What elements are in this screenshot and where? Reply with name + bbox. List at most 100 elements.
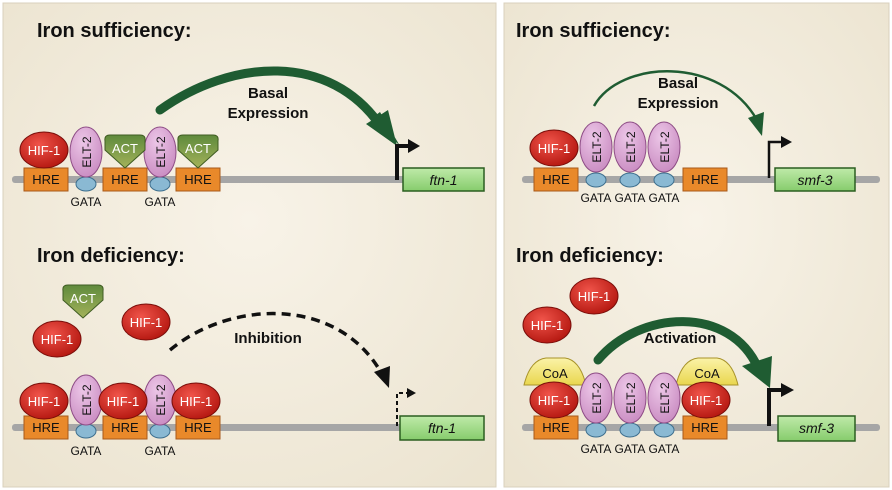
transcription-start-arrow	[395, 144, 410, 180]
tss-arrowhead	[408, 139, 420, 153]
gene-box	[777, 415, 856, 442]
activation-label: Activation	[644, 330, 717, 347]
gata-label: GATA	[71, 195, 102, 209]
gata-site	[585, 172, 607, 188]
hre-label: HRE	[32, 172, 60, 187]
gata-site	[619, 422, 641, 438]
hif1-protein	[19, 131, 69, 169]
hre-label: HRE	[542, 172, 570, 187]
gata-label: GATA	[649, 442, 680, 456]
elt2-protein	[613, 121, 647, 173]
inhibition-arrowhead	[374, 366, 390, 388]
gata-site	[653, 422, 675, 438]
arrowhead	[366, 110, 400, 146]
elt2-label: ELT-2	[624, 131, 638, 162]
elt2-protein	[143, 126, 177, 178]
arrow-label-line2: Expression	[228, 105, 309, 122]
hif1-label: HIF-1	[531, 318, 564, 333]
gata-label: GATA	[145, 444, 176, 458]
hif1-label: HIF-1	[690, 393, 723, 408]
elt2-label: ELT-2	[658, 382, 672, 413]
gata-site	[75, 176, 97, 192]
act-label: ACT	[185, 141, 211, 156]
free-act-protein	[62, 284, 104, 319]
inhibition-arrow	[168, 311, 385, 377]
hif1-protein	[529, 129, 579, 167]
gata-site	[149, 423, 171, 439]
hif1-label: HIF-1	[28, 394, 61, 409]
free-hif1-protein	[522, 306, 572, 344]
gene-label: ftn-1	[428, 420, 456, 436]
gene-label: smf-3	[799, 420, 834, 436]
transcription-start-arrow	[767, 388, 783, 426]
hre-box	[533, 167, 579, 192]
tss-arrowhead	[781, 136, 792, 148]
hre-label: HRE	[184, 420, 212, 435]
elt2-label: ELT-2	[80, 136, 94, 167]
hif1-label: HIF-1	[180, 394, 213, 409]
hif1-protein	[19, 382, 69, 420]
inhibition-label: Inhibition	[234, 330, 301, 347]
elt2-label: ELT-2	[154, 384, 168, 415]
elt2-protein	[613, 372, 647, 424]
panel-title: Iron sufficiency:	[37, 20, 191, 42]
elt2-protein	[647, 121, 681, 173]
free-hif1-protein	[32, 320, 82, 358]
elt2-protein	[579, 372, 613, 424]
panel-smf-deficiency: Iron deficiency: HIF-1 HIF-1 Activation …	[516, 245, 880, 456]
coa-label: CoA	[542, 366, 568, 381]
hif1-label: HIF-1	[41, 332, 74, 347]
coa-label: CoA	[694, 366, 720, 381]
elt2-label: ELT-2	[624, 382, 638, 413]
arrow-label-line2: Expression	[638, 95, 719, 112]
gata-label: GATA	[71, 444, 102, 458]
gata-site	[149, 176, 171, 192]
panel-ftn-sufficiency: Iron sufficiency: Basal Expression ftn-1…	[12, 20, 485, 209]
gata-label: GATA	[615, 191, 646, 205]
panel-ftn-deficiency: Iron deficiency: ACT HIF-1 HIF-1 Inhibit…	[12, 245, 485, 458]
act-label: ACT	[112, 141, 138, 156]
gata-label: GATA	[615, 442, 646, 456]
hif1-protein	[98, 382, 148, 420]
elt2-protein	[69, 126, 103, 178]
hre-label: HRE	[691, 172, 719, 187]
weak-transcription-start	[396, 392, 407, 426]
act-protein	[104, 134, 146, 169]
hre-box	[682, 167, 728, 192]
gata-site	[585, 422, 607, 438]
coactivator-protein	[675, 357, 739, 386]
weak-tss-arrowhead	[407, 388, 416, 398]
arrowhead	[748, 112, 764, 136]
hre-label: HRE	[32, 420, 60, 435]
panel-title: Iron sufficiency:	[516, 20, 670, 42]
elt2-protein	[579, 121, 613, 173]
tss-arrowhead	[781, 383, 794, 397]
panel-title: Iron deficiency:	[37, 245, 185, 267]
hre-label: HRE	[111, 420, 139, 435]
free-hif1-protein	[569, 277, 619, 315]
gene-box	[774, 167, 856, 192]
hif1-protein	[171, 382, 221, 420]
free-hif1-protein	[121, 303, 171, 341]
gata-site	[653, 172, 675, 188]
hre-label: HRE	[691, 420, 719, 435]
gene-box	[399, 415, 485, 441]
gata-site	[75, 423, 97, 439]
hre-label: HRE	[184, 172, 212, 187]
arrow-label-line1: Basal	[248, 85, 288, 102]
hif1-label: HIF-1	[130, 315, 163, 330]
hif1-label: HIF-1	[538, 393, 571, 408]
activation-arrow	[593, 317, 763, 373]
hif1-label: HIF-1	[28, 143, 61, 158]
basal-expression-arrow	[592, 70, 759, 121]
hif1-protein	[681, 381, 731, 419]
hif1-protein	[529, 381, 579, 419]
act-label: ACT	[70, 291, 96, 306]
panel-smf-sufficiency: Iron sufficiency: Basal Expression smf-3…	[516, 20, 880, 205]
gene-box	[402, 167, 485, 192]
elt2-label: ELT-2	[154, 136, 168, 167]
act-protein	[177, 134, 219, 169]
transcription-start-arrow	[767, 140, 782, 178]
hif1-label: HIF-1	[107, 394, 140, 409]
